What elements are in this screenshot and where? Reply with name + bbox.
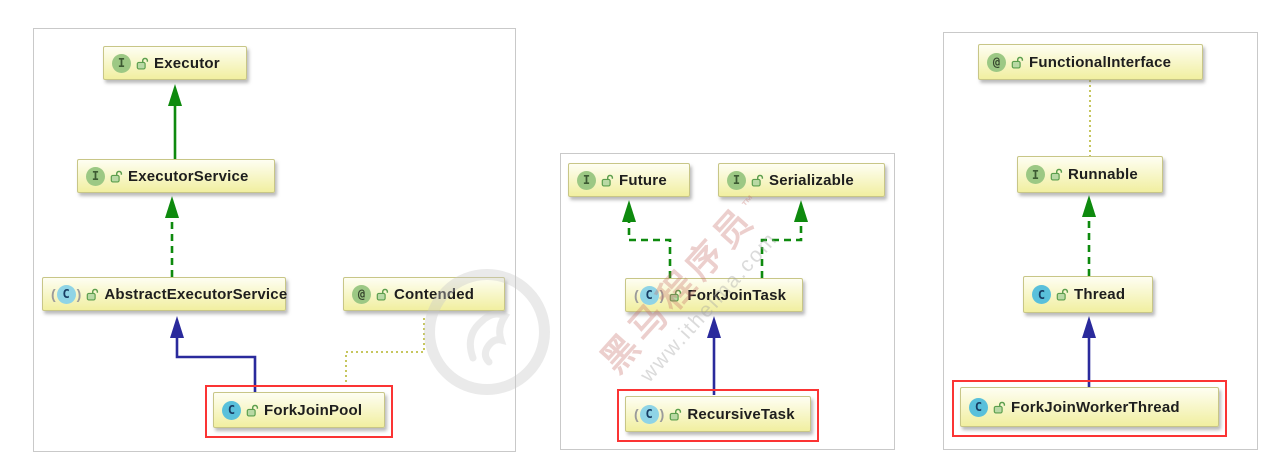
lock-icon xyxy=(110,170,123,183)
class-name: Executor xyxy=(154,54,220,72)
node-abstractexecutorservice[interactable]: C AbstractExecutorService xyxy=(42,277,288,311)
selection-highlight-forkjoinpool: C ForkJoinPool xyxy=(205,385,393,438)
abstract-class-icon: C xyxy=(639,285,659,305)
interface-icon: I xyxy=(112,53,131,73)
lock-icon xyxy=(601,174,614,187)
node-forkjoinpool[interactable]: C ForkJoinPool xyxy=(213,392,385,428)
node-executorservice[interactable]: I ExecutorService xyxy=(77,159,275,193)
abstract-class-icon: C xyxy=(56,284,76,304)
class-name: RecursiveTask xyxy=(687,405,795,423)
lock-icon xyxy=(376,288,389,301)
lock-icon xyxy=(1056,288,1069,301)
class-icon: C xyxy=(222,400,241,420)
node-forkjoinworkerthread[interactable]: C ForkJoinWorkerThread xyxy=(960,387,1219,427)
class-name: Runnable xyxy=(1068,166,1138,183)
annotation-icon: @ xyxy=(987,52,1006,72)
class-name: ForkJoinPool xyxy=(264,401,363,419)
lock-icon xyxy=(136,57,149,70)
node-executor[interactable]: I Executor xyxy=(103,46,247,80)
class-name: FunctionalInterface xyxy=(1029,53,1172,71)
class-name: ForkJoinTask xyxy=(687,286,787,304)
panel-forkjoinpool xyxy=(33,28,516,452)
lock-icon xyxy=(86,288,99,301)
class-icon: C xyxy=(969,397,988,417)
class-name: Serializable xyxy=(769,171,854,189)
class-name: ForkJoinWorkerThread xyxy=(1011,398,1180,416)
lock-icon xyxy=(669,408,682,421)
lock-icon xyxy=(1011,56,1024,69)
node-serializable[interactable]: I Serializable xyxy=(718,163,885,197)
interface-icon: I xyxy=(727,170,746,190)
interface-icon: I xyxy=(86,166,105,186)
selection-highlight-forkjoinworkerthread: C ForkJoinWorkerThread xyxy=(952,380,1227,437)
lock-icon xyxy=(751,174,764,187)
class-name: Future xyxy=(619,171,667,189)
lock-icon xyxy=(1050,168,1063,181)
class-name: Thread xyxy=(1074,286,1126,303)
lock-icon xyxy=(246,404,259,417)
node-future[interactable]: I Future xyxy=(568,163,690,197)
lock-icon xyxy=(993,401,1006,414)
lock-icon xyxy=(669,289,682,302)
class-icon: C xyxy=(1032,285,1051,304)
node-forkjointask[interactable]: C ForkJoinTask xyxy=(625,278,803,312)
node-thread[interactable]: C Thread xyxy=(1023,276,1153,313)
interface-icon: I xyxy=(577,170,596,190)
interface-icon: I xyxy=(1026,165,1045,184)
annotation-icon: @ xyxy=(352,284,371,304)
selection-highlight-recursivetask: C RecursiveTask xyxy=(617,389,819,442)
class-name: Contended xyxy=(394,285,475,303)
node-recursivetask[interactable]: C RecursiveTask xyxy=(625,396,811,432)
node-functionalinterface[interactable]: @ FunctionalInterface xyxy=(978,44,1203,80)
node-contended[interactable]: @ Contended xyxy=(343,277,505,311)
abstract-class-icon: C xyxy=(639,404,659,424)
class-name: ExecutorService xyxy=(128,167,249,185)
node-runnable[interactable]: I Runnable xyxy=(1017,156,1163,193)
class-name: AbstractExecutorService xyxy=(104,285,288,303)
